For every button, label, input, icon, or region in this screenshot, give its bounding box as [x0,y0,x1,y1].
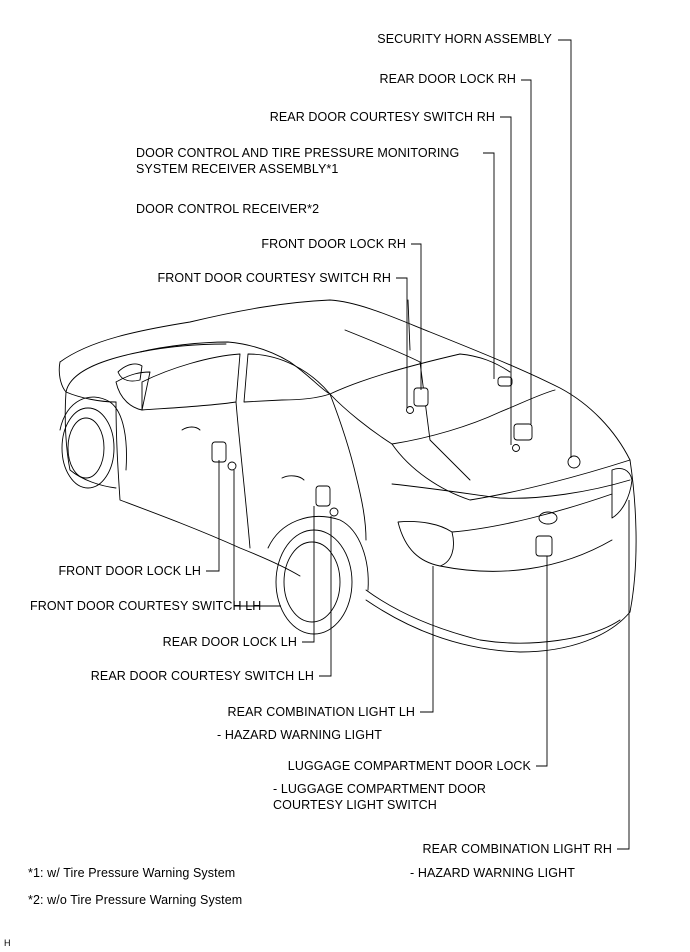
label-rear-door-courtesy-switch-rh: REAR DOOR COURTESY SWITCH RH [269,110,495,124]
label-rear-door-lock-lh: REAR DOOR LOCK LH [162,635,297,649]
footnote-1: *1: w/ Tire Pressure Warning System [28,866,236,880]
label-luggage-sub-line1: - LUGGAGE COMPARTMENT DOOR [273,782,487,796]
label-rear-door-lock-rh: REAR DOOR LOCK RH [379,72,516,86]
label-rear-combination-light-rh: REAR COMBINATION LIGHT RH [422,842,612,856]
footnote-2: *2: w/o Tire Pressure Warning System [28,893,243,907]
label-luggage-compartment-door-lock: LUGGAGE COMPARTMENT DOOR LOCK [287,759,531,773]
label-front-door-lock-lh: FRONT DOOR LOCK LH [58,564,201,578]
label-door-control-receiver-line1: DOOR CONTROL AND TIRE PRESSURE MONITORIN… [136,146,460,160]
label-front-door-lock-rh: FRONT DOOR LOCK RH [261,237,406,251]
label-front-door-courtesy-switch-lh: FRONT DOOR COURTESY SWITCH LH [30,599,262,613]
label-security-horn-assembly: SECURITY HORN ASSEMBLY [377,32,552,46]
label-door-control-receiver-2: DOOR CONTROL RECEIVER*2 [136,202,320,216]
label-door-control-receiver-line2: SYSTEM RECEIVER ASSEMBLY*1 [136,162,339,176]
label-rear-combination-light-rh-sub: - HAZARD WARNING LIGHT [410,866,575,880]
label-front-door-courtesy-switch-rh: FRONT DOOR COURTESY SWITCH RH [157,271,391,285]
label-luggage-sub-line2: COURTESY LIGHT SWITCH [273,798,437,812]
leader-lines [206,39,630,850]
component-parts [211,376,581,557]
label-rear-combination-light-lh: REAR COMBINATION LIGHT LH [227,705,415,719]
label-rear-combination-light-lh-sub: - HAZARD WARNING LIGHT [217,728,382,742]
vehicle-outline [58,299,637,653]
label-rear-door-courtesy-switch-lh: REAR DOOR COURTESY SWITCH LH [90,669,314,683]
corner-mark: H [4,938,11,948]
